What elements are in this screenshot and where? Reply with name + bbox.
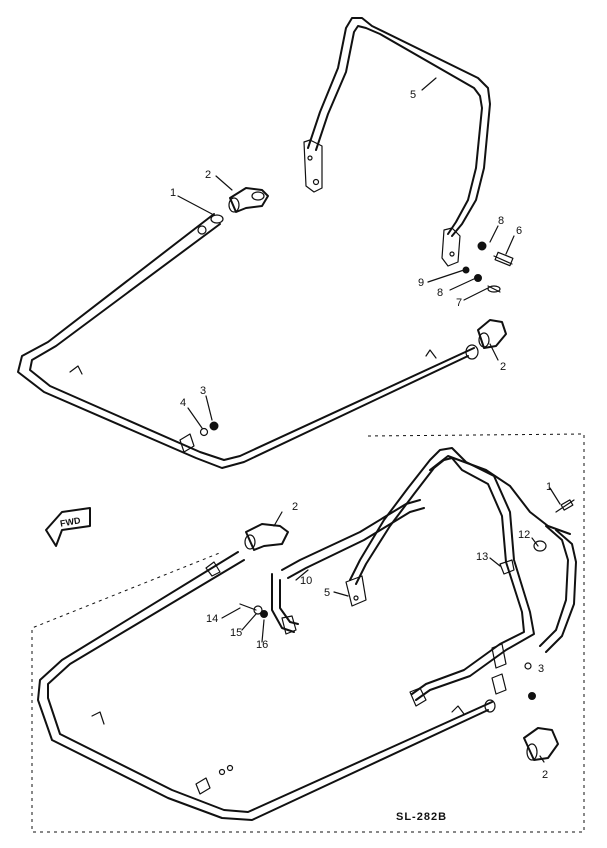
upper-handle-frame	[303, 17, 491, 267]
callout-lower-3: 3	[538, 663, 544, 675]
callout-upper-6: 6	[516, 225, 522, 237]
callout-lower-14: 14	[206, 613, 218, 625]
lower-leader-lines	[221, 487, 561, 763]
upper-left-fasteners	[199, 421, 219, 437]
lower-dashed-boundary	[31, 433, 585, 833]
callout-lower-16: 16	[256, 639, 268, 651]
lower-tube-frame	[37, 551, 496, 821]
callout-lower-13: 13	[476, 551, 488, 563]
lower-assembly: 2 1 12 13 10 5 14 15 16 3 2	[31, 433, 585, 833]
fwd-label: FWD	[59, 515, 81, 528]
callout-lower-2a: 2	[292, 501, 298, 513]
callout-upper-8a: 8	[498, 215, 504, 227]
callout-lower-10: 10	[300, 575, 312, 587]
lower-fasteners	[218, 499, 575, 776]
callout-upper-3: 3	[200, 385, 206, 397]
upper-tube-frame	[17, 213, 479, 469]
callout-lower-5: 5	[324, 587, 330, 599]
callout-lower-2b: 2	[542, 769, 548, 781]
lower-callouts: 2 1 12 13 10 5 14 15 16 3 2	[206, 481, 552, 781]
callout-upper-4: 4	[180, 397, 186, 409]
upper-end-cap	[477, 319, 507, 349]
upper-callouts: 5 2 1 8 6 9 8 7 2 3 4	[170, 89, 522, 409]
lower-elbow-joint	[244, 523, 289, 551]
lower-handle-frame	[271, 447, 577, 707]
drawing-code-label: SL-282B	[396, 811, 447, 823]
callout-upper-9: 9	[418, 277, 424, 289]
upper-assembly: 5 2 1 8 6 9 8 7 2 3 4	[17, 17, 522, 469]
callout-upper-8b: 8	[437, 287, 443, 299]
callout-upper-5: 5	[410, 89, 416, 101]
upper-leader-lines	[177, 77, 515, 429]
callout-lower-15: 15	[230, 627, 242, 639]
callout-upper-7: 7	[456, 297, 462, 309]
lower-end-cap	[523, 727, 559, 761]
callout-lower-12: 12	[518, 529, 530, 541]
callout-upper-2b: 2	[500, 361, 506, 373]
callout-upper-1: 1	[170, 187, 176, 199]
upper-elbow-joint	[228, 187, 269, 213]
fwd-direction-marker: FWD	[45, 507, 91, 547]
callout-lower-1: 1	[546, 481, 552, 493]
upper-right-fasteners	[462, 241, 514, 293]
callout-upper-2a: 2	[205, 169, 211, 181]
